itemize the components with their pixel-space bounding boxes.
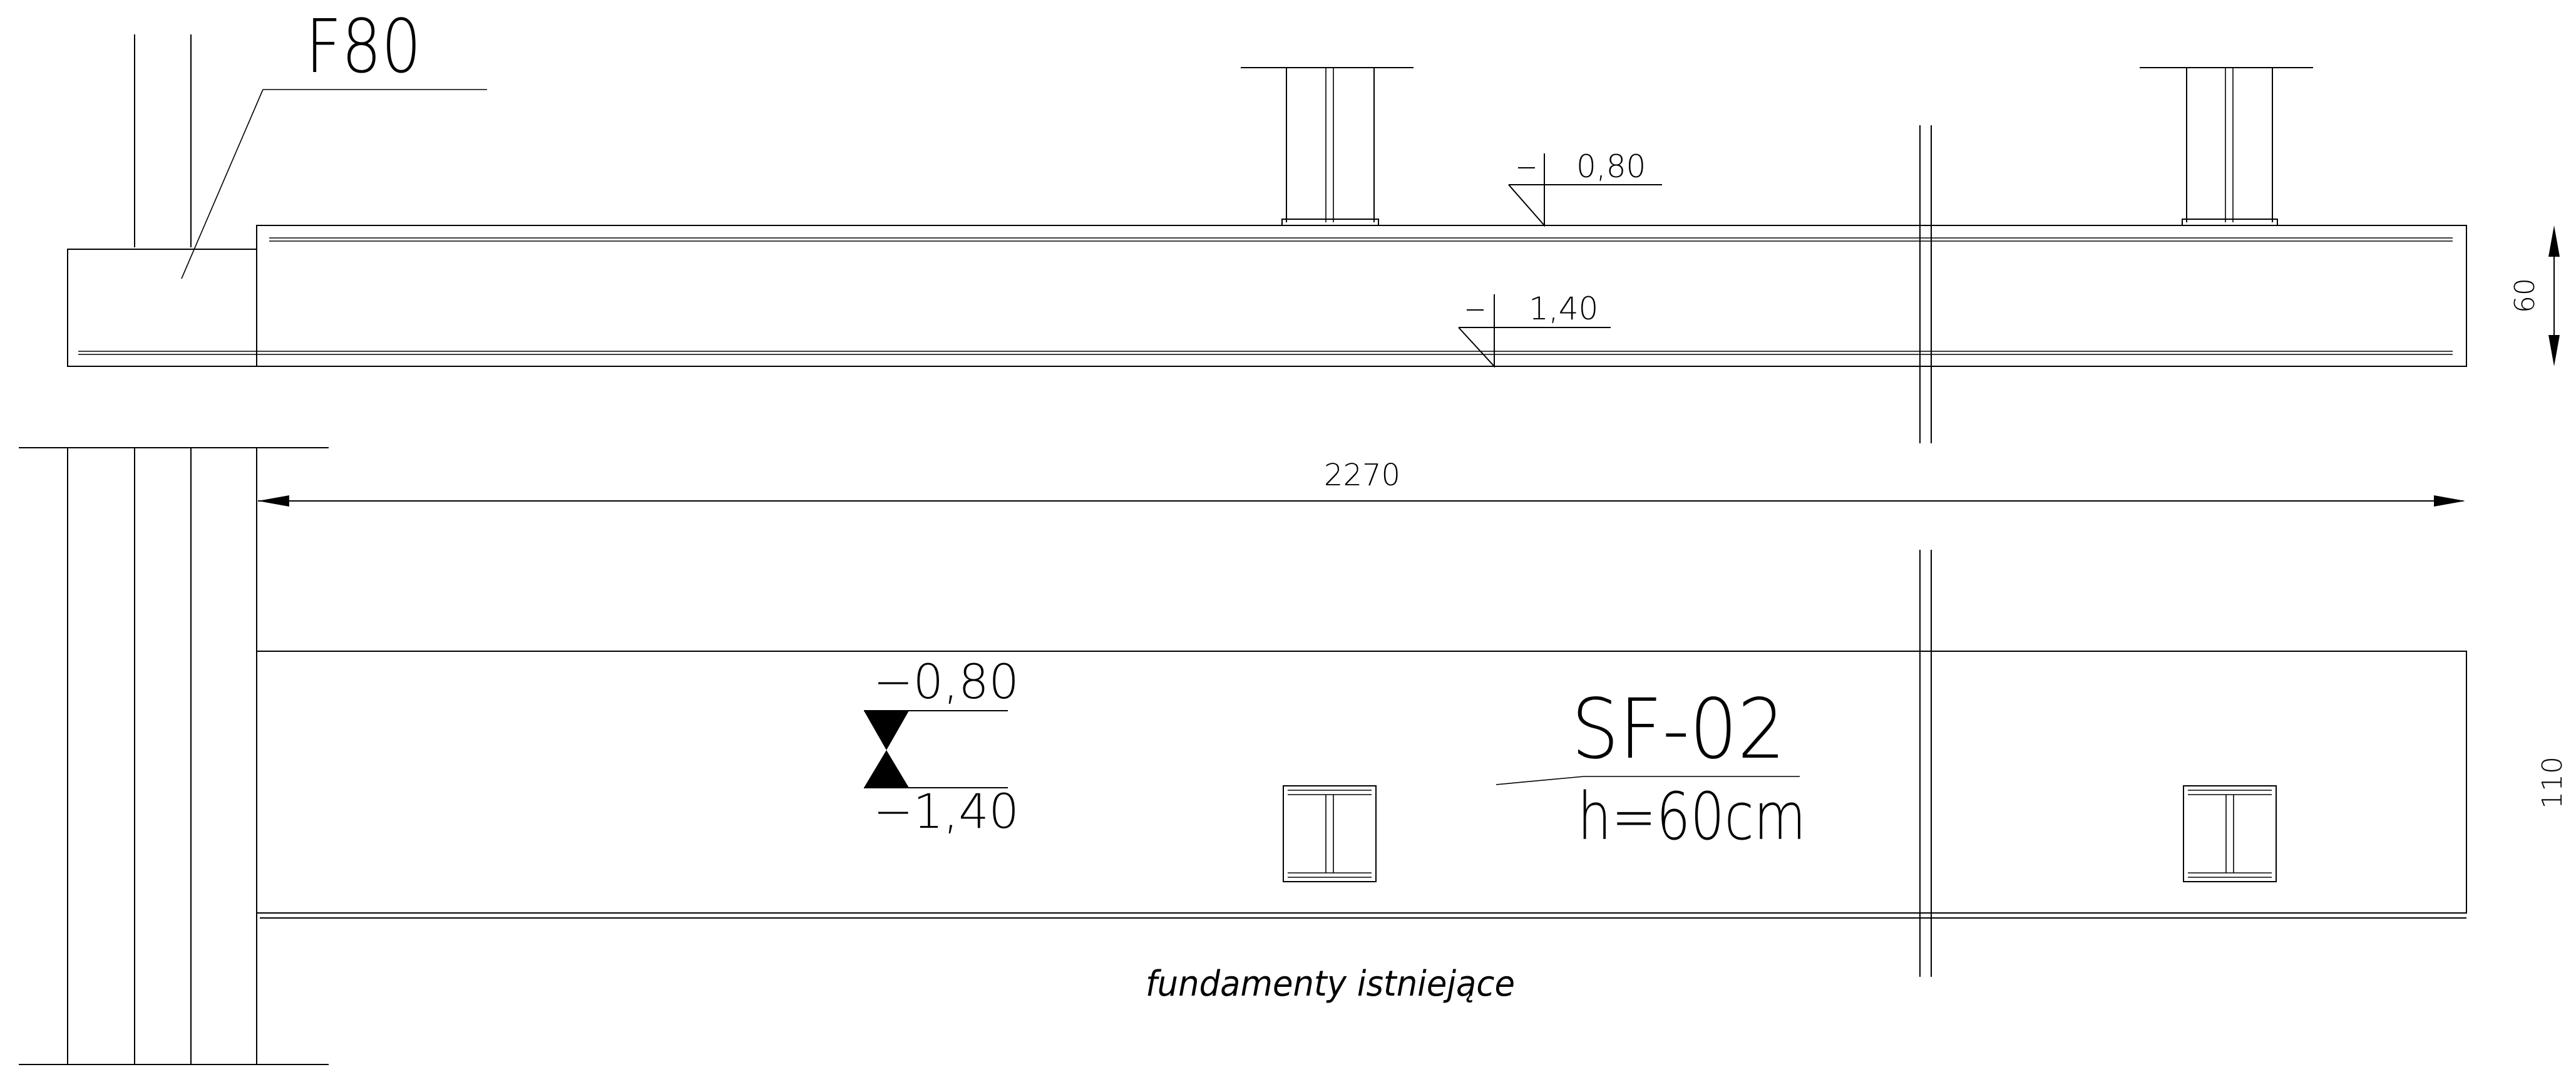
level-marker-bottom: 1,40 [1458,291,1611,368]
foundation-beam-plan [256,651,2467,914]
existing-foundations-note: fundamenty istniejące [1146,964,1515,1004]
dimension-section-height-value: 60 [2509,278,2541,313]
steel-column-plan [2183,785,2277,882]
plan-view: 2270 [19,447,2568,1065]
level-marker-top: 0,80 [1508,148,1662,227]
steel-column-plan [1283,785,1377,882]
beam-height-label: h=60cm [1578,778,1806,855]
leader-line [1496,776,1584,785]
section-view: 0,80 1,40 60 F80 [67,3,2560,443]
dimension-span: 2270 [258,458,2465,507]
level-bottom-plan-value: −1,40 [873,783,1019,839]
leader-line [181,89,264,279]
level-top-value: 0,80 [1576,148,1646,185]
existing-footing-f80 [67,249,257,367]
beam-tag-group: SF-02 h=60cm [1496,681,1806,855]
foundation-beam-section [256,225,2467,367]
beam-tag: SF-02 [1571,681,1785,778]
level-marker-plan: −0,80 −1,40 [864,654,1019,839]
steel-column-elevation [2140,67,2313,226]
dimension-plan-width-value: 110 [2537,756,2568,809]
dimension-span-value: 2270 [1324,458,1400,493]
dimension-section-height: 60 [2509,225,2560,366]
level-top-plan-value: −0,80 [873,654,1019,709]
footing-tag: F80 [305,3,421,90]
steel-column-elevation [1241,67,1414,226]
level-bottom-value: 1,40 [1529,291,1598,327]
